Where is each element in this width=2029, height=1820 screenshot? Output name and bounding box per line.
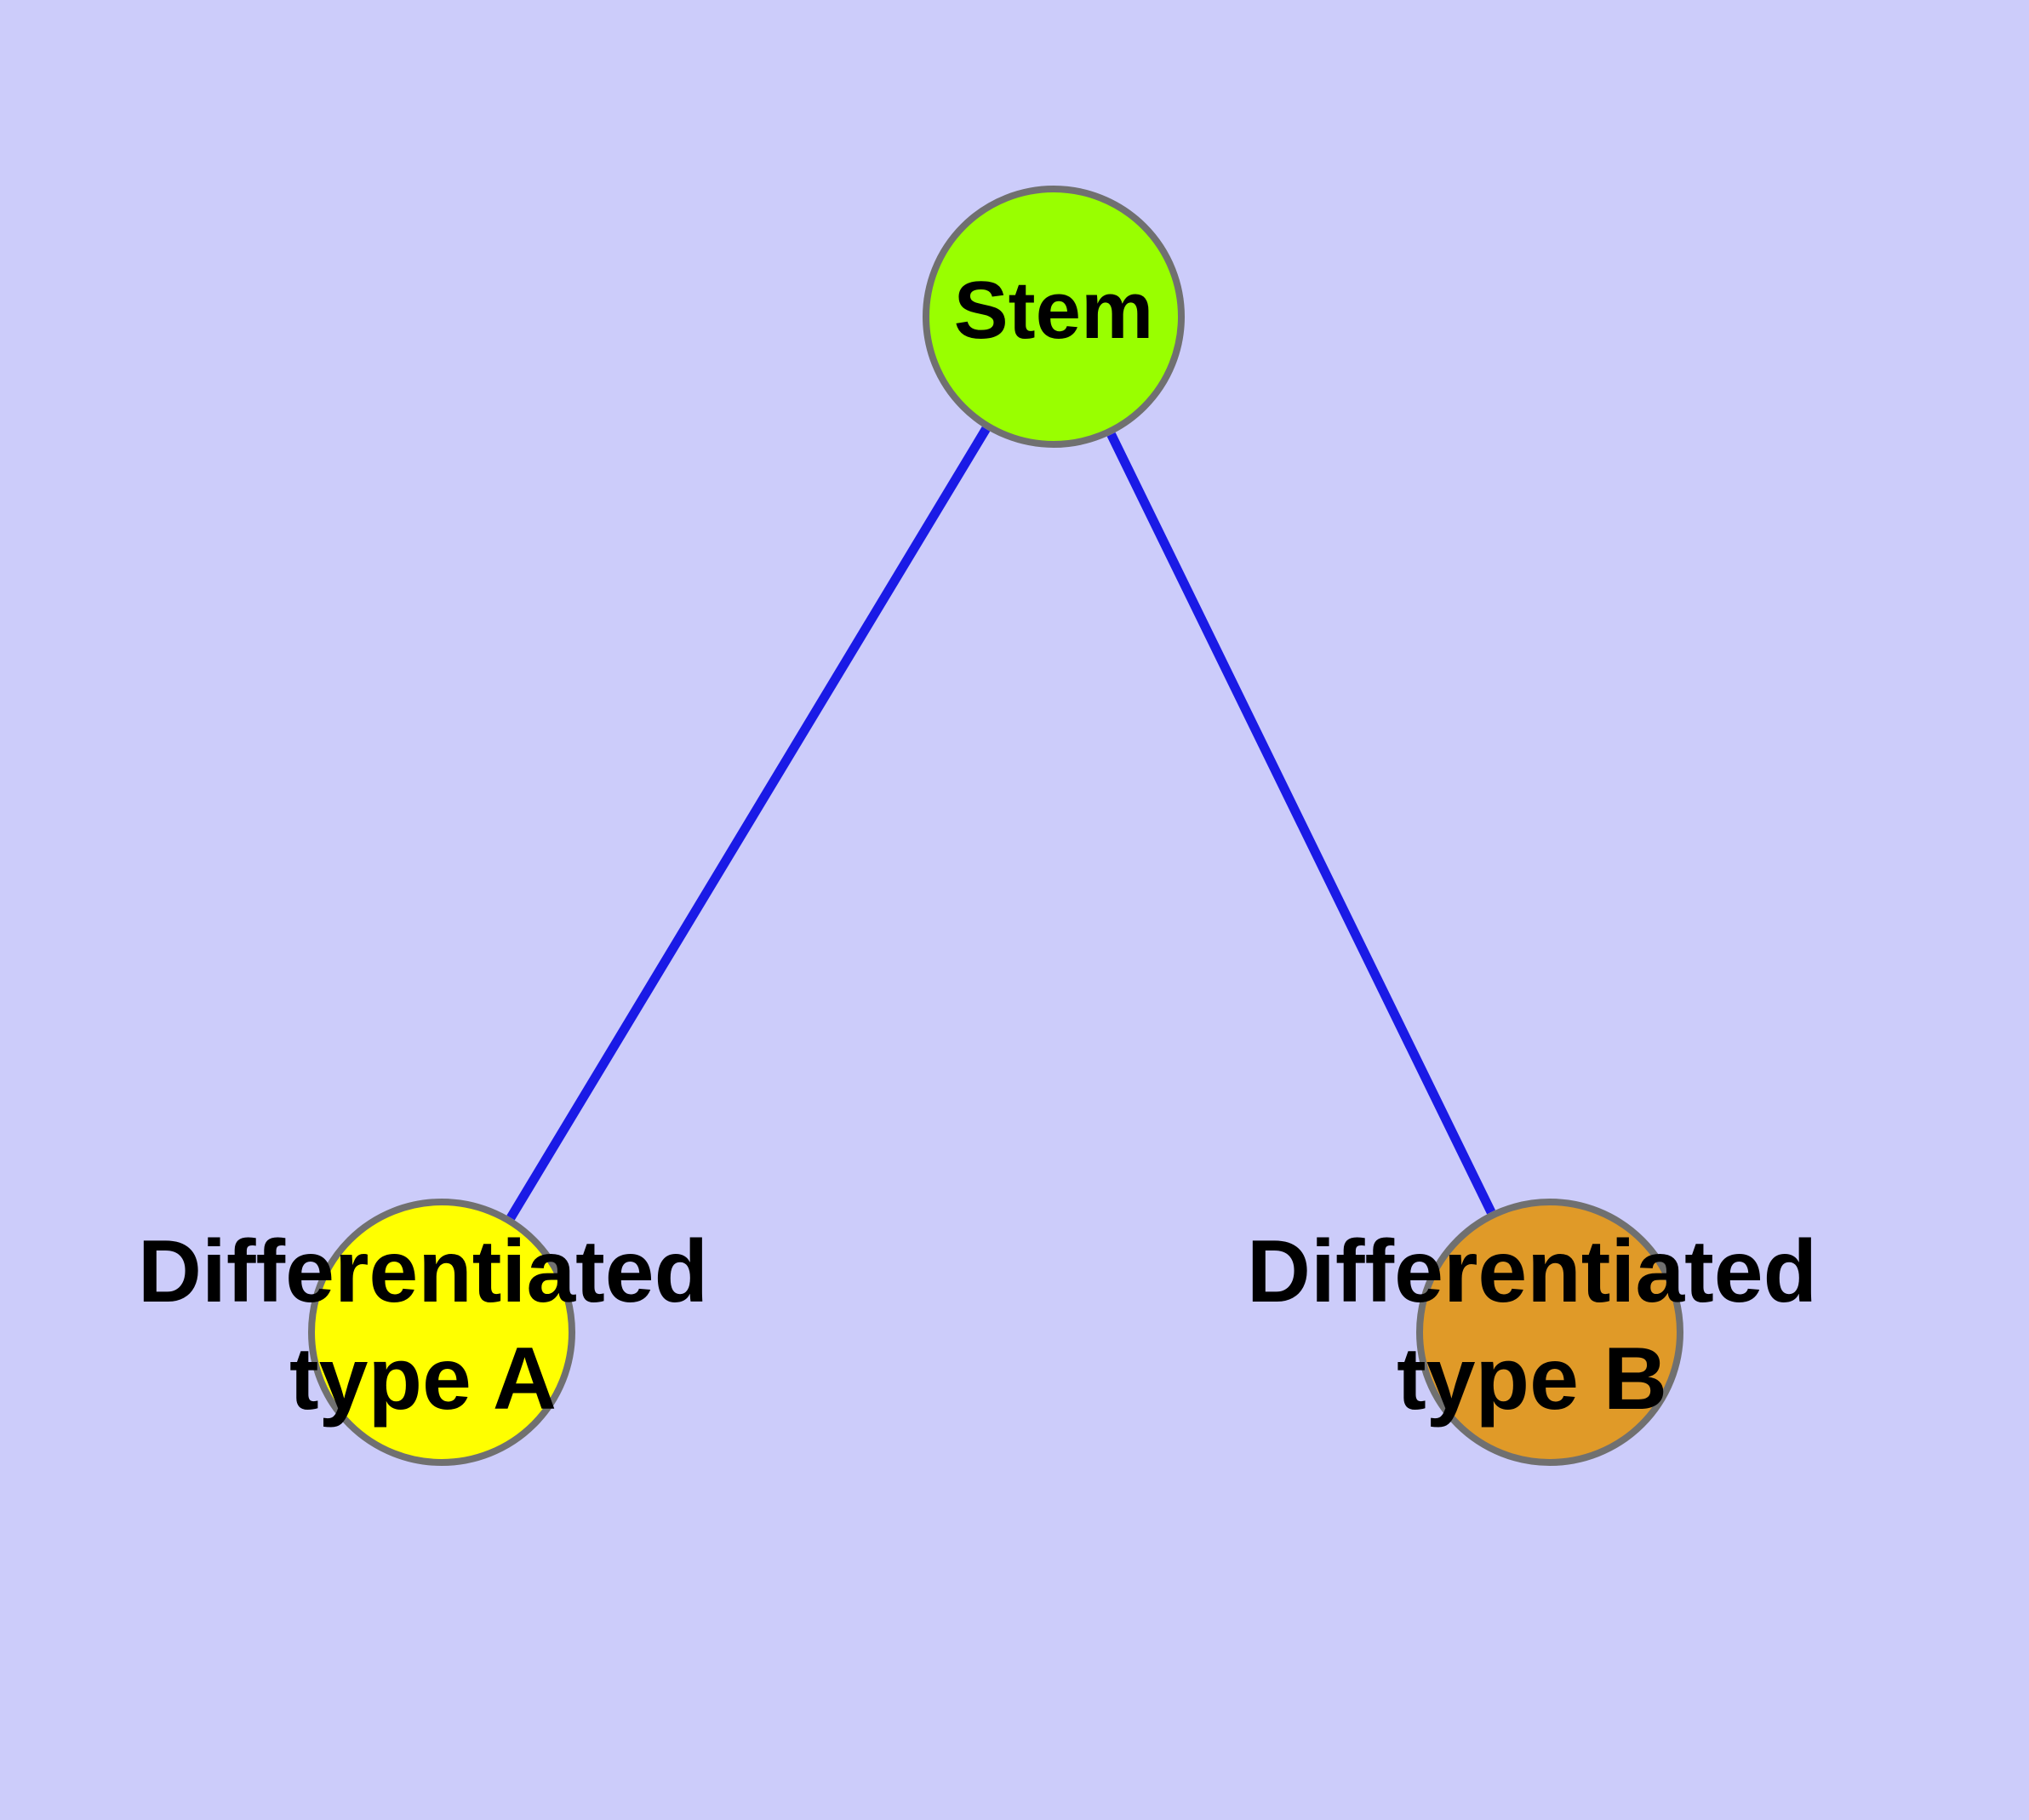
label-line: Differentiated <box>138 1222 708 1321</box>
graph-node-stem[interactable] <box>923 186 1185 448</box>
graph-edge-stem-to-diff_a <box>506 426 991 1221</box>
graph-node-diff_a[interactable] <box>308 1199 575 1466</box>
edge-layer <box>506 426 1496 1221</box>
graph-edge-stem-to-diff_b <box>1106 432 1496 1215</box>
graph-node-label-stem: Stem <box>954 265 1154 356</box>
label-line: Stem <box>954 265 1154 356</box>
label-line: type B <box>1397 1330 1667 1428</box>
label-line: Differentiated <box>1247 1222 1817 1321</box>
label-line: type A <box>289 1330 557 1428</box>
node-layer <box>308 186 1683 1466</box>
graph-node-diff_b[interactable] <box>1416 1199 1683 1466</box>
